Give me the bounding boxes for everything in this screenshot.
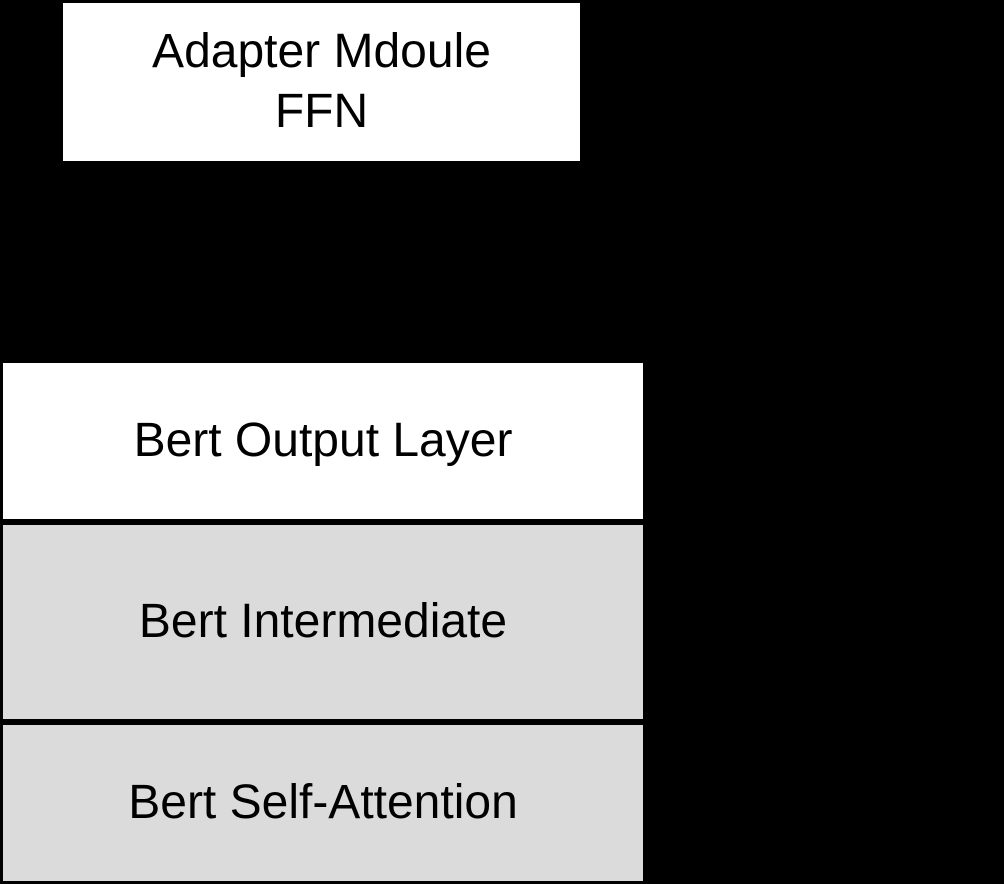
bert-layer-stack: Bert Output Layer Bert Intermediate Bert… (0, 363, 643, 884)
bert-output-layer-node: Bert Output Layer (3, 363, 643, 519)
bert-self-attention-node: Bert Self-Attention (3, 725, 643, 881)
bert-output-layer-label: Bert Output Layer (133, 414, 513, 467)
adapter-module-label-line1: Adapter Mdoule (152, 25, 491, 78)
bert-self-attention-label: Bert Self-Attention (128, 776, 518, 829)
bert-intermediate-node: Bert Intermediate (3, 525, 643, 719)
bert-intermediate-label: Bert Intermediate (138, 595, 508, 648)
adapter-module-label-line2: FFN (274, 85, 369, 138)
adapter-module-ffn-node: Adapter Mdoule FFN (63, 3, 580, 161)
